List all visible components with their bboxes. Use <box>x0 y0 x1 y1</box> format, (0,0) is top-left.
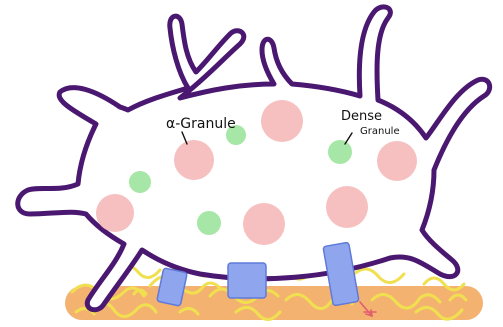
alpha-granule <box>174 140 214 180</box>
alpha-granule <box>243 203 285 245</box>
dense-granule <box>129 171 151 193</box>
alpha-granule <box>261 100 303 142</box>
dense-granule-label-line2: Granule <box>360 126 400 137</box>
alpha-granule <box>96 194 134 232</box>
dense-granule <box>328 140 352 164</box>
dense-granule-label-line1: Dense <box>341 109 382 124</box>
alpha-granule <box>377 141 417 181</box>
alpha-granule-label: α-Granule <box>166 116 236 132</box>
receptor <box>228 263 266 298</box>
alpha-granule <box>326 186 368 228</box>
dense-granule <box>197 211 221 235</box>
